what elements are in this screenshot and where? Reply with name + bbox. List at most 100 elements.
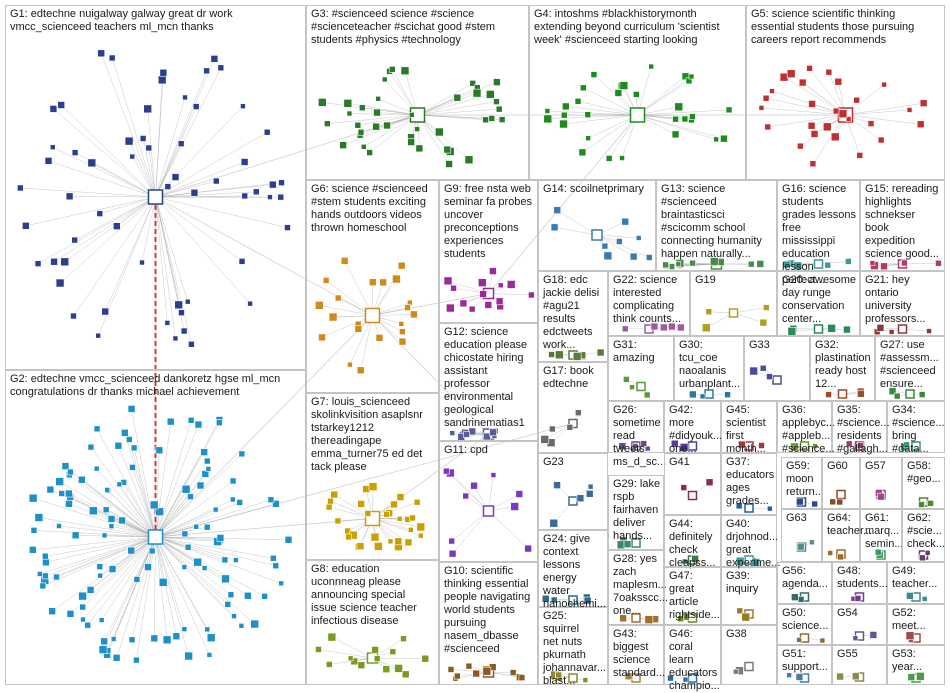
group-label: G35: #science... residents #gallagh...: [837, 404, 884, 456]
group-g32: G32: plastination ready host 12...: [810, 336, 875, 401]
group-g28: G28: yes zach maplesm... 7oaksscc... one…: [608, 550, 664, 625]
group-g10: G10: scientific thinking essential peopl…: [439, 562, 538, 685]
group-g36: G36: applebyc... #appleb... #science...: [777, 401, 832, 453]
group-g50: G50: science...: [777, 604, 832, 645]
group-g60: G60: [822, 457, 860, 509]
group-label: G60: [827, 460, 857, 473]
group-label: G36: applebyc... #appleb... #science...: [782, 404, 829, 456]
group-label: G12: science education please chicostate…: [444, 326, 535, 430]
group-g56: G56: agenda...: [777, 562, 832, 604]
group-label: G62: #scie... check...: [907, 512, 942, 551]
group-label: G4: intoshms #blackhistorymonth extendin…: [534, 8, 743, 47]
group-label: G55: [837, 648, 884, 661]
group-label: G48: students...: [837, 565, 884, 591]
group-label: G6: science #scienceed #stem students ex…: [311, 183, 436, 235]
group-label: G43: biggest science standard...: [613, 628, 661, 680]
group-label: G19: [695, 274, 774, 287]
group-g33: G33: [744, 336, 810, 401]
group-g49: G49: teacher...: [887, 562, 945, 604]
group-g59: G59: moon return...: [781, 457, 822, 509]
group-g2: G2: edtechne vmcc_scienceed dankoretz hg…: [5, 370, 306, 685]
group-g11: G11: cpd: [439, 441, 538, 562]
group-g58: G58: #geo...: [902, 457, 945, 509]
group-g45: G45: scientist first month...: [721, 401, 777, 453]
group-g48: G48: students...: [832, 562, 887, 604]
group-g7: G7: louis_scienceed skolinkvisition asap…: [306, 393, 439, 560]
group-label: G7: louis_scienceed skolinkvisition asap…: [311, 396, 436, 474]
group-g17: G17: book edtechne: [538, 362, 608, 453]
group-g40: G40: drjohnod... great experime...: [721, 515, 777, 567]
group-label: G18: edc jackie delisi #agu21 results ed…: [543, 274, 605, 352]
group-g12: G12: science education please chicostate…: [439, 323, 538, 441]
group-label: G54: [837, 607, 884, 620]
group-label: G25: squirrel net nuts pkurnath johannav…: [543, 610, 605, 688]
group-label: G47: great article rightside...: [669, 570, 718, 622]
group-g43: G43: biggest science standard...: [608, 625, 664, 685]
group-g35: G35: #science... residents #gallagh...: [832, 401, 887, 453]
group-label: G22: science interested complicating thi…: [613, 274, 687, 326]
group-g44: G44: definitely check cleapss...: [664, 515, 721, 567]
group-g9: G9: free nsta web seminar fa probes unco…: [439, 180, 538, 323]
group-g13: G13: science #scienceed braintasticsci #…: [656, 180, 777, 271]
group-label: G30: tcu_coe naoalanis urbanplant...: [679, 339, 741, 391]
group-g34: G34: #science... bring #data...: [887, 401, 945, 453]
group-label: G27: use #assessm... #scienceed ensure..…: [880, 339, 942, 391]
group-g55: G55: [832, 645, 887, 685]
group-label: G33: [749, 339, 807, 352]
group-g20: G20: awesome day runge conservation cent…: [777, 271, 860, 336]
group-g46: G46: coral learn educators champio...: [664, 625, 721, 685]
group-label: G1: edtechne nuigalway galway great dr w…: [10, 8, 303, 34]
group-label: G31: amazing: [613, 339, 671, 365]
group-g6: G6: science #scienceed #stem students ex…: [306, 180, 439, 393]
group-g51: G51: support...: [777, 645, 832, 685]
group-label: G56: agenda...: [782, 565, 829, 591]
group-label: G45: scientist first month...: [726, 404, 774, 456]
group-g54: G54: [832, 604, 887, 645]
group-label: G38: [726, 628, 774, 641]
group-label: G8: education uconnneag please announcin…: [311, 563, 436, 628]
group-g57: G57: [860, 457, 902, 509]
group-g1: G1: edtechne nuigalway galway great dr w…: [5, 5, 306, 370]
group-g19: G19: [690, 271, 777, 336]
group-label: G51: support...: [782, 648, 829, 674]
group-label: G50: science...: [782, 607, 829, 633]
group-label: G40: drjohnod... great experime...: [726, 518, 774, 570]
group-label: G37: educators ages grades...: [726, 456, 774, 508]
group-g22: G22: science interested complicating thi…: [608, 271, 690, 336]
group-label: G34: #science... bring #data...: [892, 404, 942, 456]
group-label: G46: coral learn educators champio...: [669, 628, 718, 693]
group-label: G39: inquiry: [726, 570, 774, 596]
group-label: G52: meet...: [892, 607, 942, 633]
group-g41: G41: [664, 453, 721, 515]
group-label: G2: edtechne vmcc_scienceed dankoretz hg…: [10, 373, 303, 399]
group-label: G24: give context lessons energy water n…: [543, 533, 605, 611]
group-g64: G64: teacher...: [822, 509, 860, 562]
group-g14: G14: scoilnetprimary: [538, 180, 656, 271]
group-g23: G23: [538, 453, 608, 530]
group-g5: G5: science scientific thinking essentia…: [746, 5, 945, 180]
group-g25: G25: squirrel net nuts pkurnath johannav…: [538, 607, 608, 685]
group-label: G5: science scientific thinking essentia…: [751, 8, 942, 47]
group-label: G44: definitely check cleapss...: [669, 518, 718, 570]
group-label: G41: [669, 456, 718, 469]
group-label: G11: cpd: [444, 444, 535, 457]
group-label: G29: lake rspb fairhaven deliver hands..…: [613, 478, 661, 543]
group-g15: G15: rereading highlights schnekser book…: [860, 180, 945, 271]
group-g63: G63: [781, 509, 822, 562]
group-label: G3: #scienceed science #science #science…: [311, 8, 526, 47]
group-g53: G53: year...: [887, 645, 945, 685]
group-g29: G29: lake rspb fairhaven deliver hands..…: [608, 475, 664, 550]
group-g38: G38: [721, 625, 777, 685]
group-label: G13: science #scienceed braintasticsci #…: [661, 183, 774, 261]
group-g24: G24: give context lessons energy water n…: [538, 530, 608, 607]
group-label: G10: scientific thinking essential peopl…: [444, 565, 535, 656]
group-g37: G37: educators ages grades...: [721, 453, 777, 515]
group-label: G59: moon return...: [786, 460, 819, 499]
group-g18: G18: edc jackie delisi #agu21 results ed…: [538, 271, 608, 362]
group-g3: G3: #scienceed science #science #science…: [306, 5, 529, 180]
group-label: G57: [865, 460, 899, 473]
group-label: G32: plastination ready host 12...: [815, 339, 872, 391]
group-g47: G47: great article rightside...: [664, 567, 721, 625]
group-label: G63: [786, 512, 819, 525]
